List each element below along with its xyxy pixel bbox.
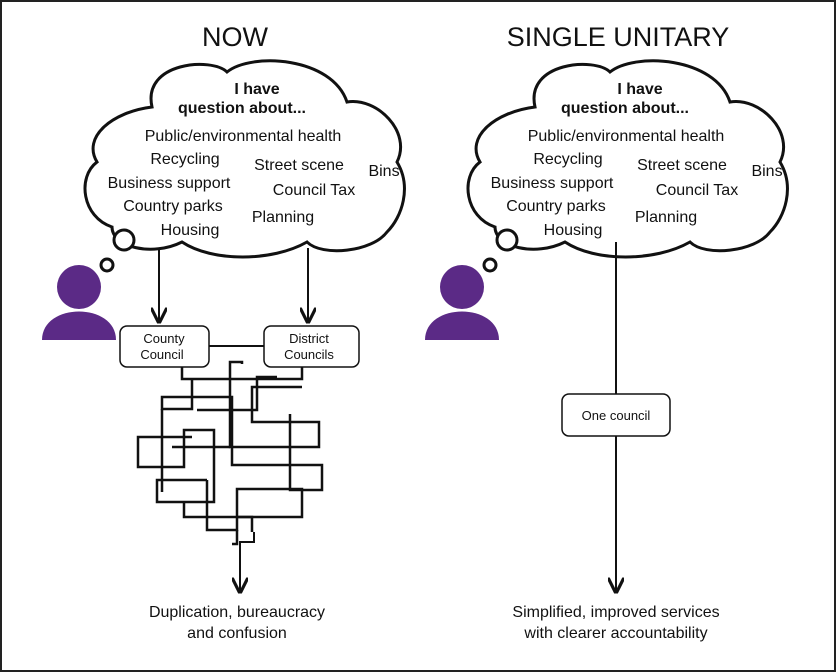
left-thought-cloud (83, 59, 406, 259)
right-outcome-line2: with clearer accountability (523, 625, 707, 642)
district-councils-line1: District (289, 331, 329, 346)
right-thought-bubble-small (482, 257, 498, 273)
left-tangle-lines (136, 360, 324, 546)
one-council-label: One council (582, 408, 651, 423)
district-councils-line2: Councils (284, 347, 334, 362)
right-question-line1: I have (617, 81, 662, 98)
district-councils-box: District Councils (263, 325, 360, 368)
left-thought-bubble-large (112, 228, 136, 252)
right-topic-recycling: Recycling (533, 151, 602, 168)
left-topic-country-parks: Country parks (123, 198, 223, 215)
right-topic-council-tax: Council Tax (656, 182, 738, 199)
left-topic-housing: Housing (161, 222, 220, 239)
left-thought-bubble-small (99, 257, 115, 273)
right-person-icon (425, 265, 499, 340)
right-heading: SINGLE UNITARY (507, 22, 730, 52)
left-topic-business-support: Business support (108, 175, 231, 192)
county-council-line1: County (143, 331, 185, 346)
left-topic-bins: Bins (368, 163, 399, 180)
right-question-line2: question about... (561, 100, 689, 117)
one-council-box: One council (561, 393, 671, 437)
right-topic-street-scene: Street scene (637, 157, 727, 174)
right-thought-bubble-large (495, 228, 519, 252)
right-topic-planning: Planning (635, 209, 697, 226)
left-question-line1: I have (234, 81, 279, 98)
left-topic-health: Public/environmental health (145, 128, 342, 145)
left-topic-council-tax: Council Tax (273, 182, 355, 199)
left-topic-recycling: Recycling (150, 151, 219, 168)
left-heading: NOW (202, 22, 269, 52)
right-thought-cloud (466, 59, 789, 259)
right-topic-housing: Housing (544, 222, 603, 239)
left-outcome-line2: and confusion (187, 625, 287, 642)
county-council-box: County Council (119, 325, 210, 368)
left-topic-street-scene: Street scene (254, 157, 344, 174)
right-outcome-line1: Simplified, improved services (512, 604, 719, 621)
right-topic-health: Public/environmental health (528, 128, 725, 145)
left-outcome-line1: Duplication, bureaucracy (149, 604, 325, 621)
right-topic-country-parks: Country parks (506, 198, 606, 215)
left-topic-planning: Planning (252, 209, 314, 226)
county-council-line2: Council (140, 347, 183, 362)
right-topic-bins: Bins (751, 163, 782, 180)
left-question-line2: question about... (178, 100, 306, 117)
left-arrow-to-outcome (240, 532, 255, 592)
right-topic-business-support: Business support (491, 175, 614, 192)
left-person-icon (42, 265, 116, 340)
